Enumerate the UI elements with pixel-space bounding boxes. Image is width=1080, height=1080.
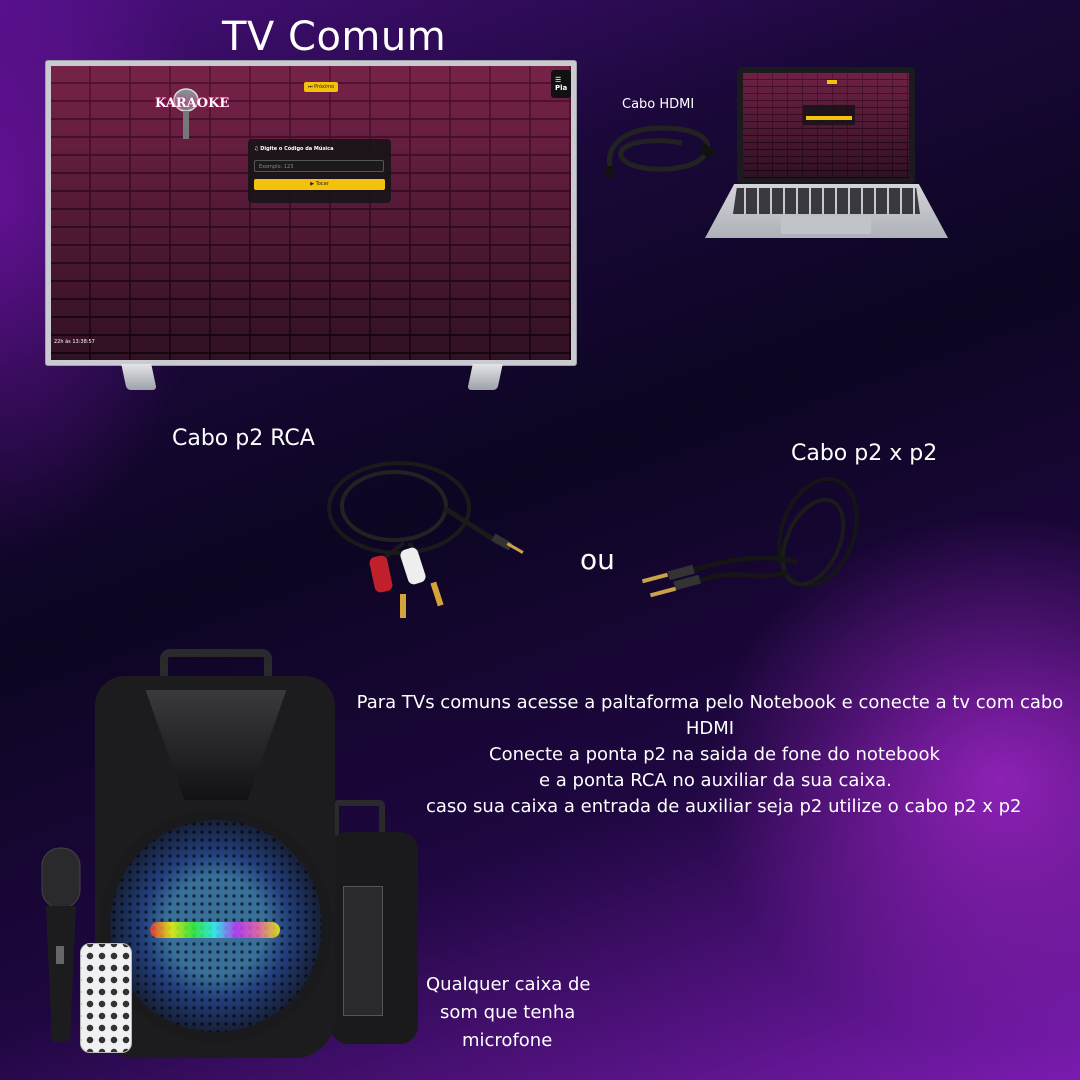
tv-screen: KARAOKE ⏭ Próximo ☰ Pla ♫ Digite o Códig…: [51, 66, 571, 360]
speaker-caption-line3: microfone: [462, 1030, 553, 1051]
speaker-control-panel: [343, 886, 383, 1016]
laptop-card: [803, 105, 855, 125]
playlist-button[interactable]: ☰ Pla: [551, 70, 571, 98]
speaker-handle: [160, 649, 272, 689]
laptop-trackpad: [781, 216, 871, 234]
p2-p2-cable-icon: [641, 476, 859, 598]
laptop-screen: [743, 73, 909, 178]
tv-stand-left: [121, 364, 157, 390]
p2-p2-label: Cabo p2 x p2: [791, 441, 938, 466]
instruction-p2: Conecte a ponta p2 na saida de fone do n…: [489, 744, 940, 765]
card-title: ♫ Digite o Código da Música: [254, 146, 334, 152]
song-code-input[interactable]: Exemplo: 123: [254, 160, 384, 172]
page-title: TV Comum: [222, 14, 447, 60]
laptop-play-button: [806, 116, 852, 120]
tv-icon: KARAOKE ⏭ Próximo ☰ Pla ♫ Digite o Códig…: [46, 61, 576, 365]
instruction-hdmi: Para TVs comuns acesse a paltaforma pelo…: [356, 692, 1064, 739]
next-button[interactable]: ⏭ Próximo: [304, 82, 339, 92]
speaker-caption-line2: som que tenha: [440, 1002, 576, 1023]
p2-rca-label: Cabo p2 RCA: [172, 426, 315, 451]
speaker-led-strip: [150, 922, 280, 938]
speaker-caption-line1: Qualquer caixa de: [426, 974, 591, 995]
p2-rca-cable-icon: [327, 461, 524, 618]
hdmi-cable-icon: [606, 125, 716, 178]
laptop-next-button: [827, 80, 837, 84]
remote-icon: [80, 943, 132, 1053]
laptop-icon: [737, 67, 915, 184]
tv-stand-right: [467, 364, 503, 390]
karaoke-logo: KARAOKE: [155, 96, 230, 111]
hdmi-label: Cabo HDMI: [622, 97, 695, 112]
microphone-logo-icon: [173, 88, 199, 139]
laptop-keyboard: [733, 188, 920, 214]
instruction-p2-p2: caso sua caixa a entrada de auxiliar sej…: [426, 796, 1022, 817]
instruction-rca: e a ponta RCA no auxiliar da sua caixa.: [539, 770, 892, 791]
clock: 22h às 13:38:57: [54, 339, 95, 345]
play-button[interactable]: ▶ Tocar: [254, 179, 385, 190]
small-speaker-handle: [333, 800, 385, 836]
song-code-card: ♫ Digite o Código da Música Exemplo: 123…: [248, 139, 391, 203]
or-label: ou: [580, 543, 615, 576]
microphone-icon: [41, 847, 81, 1042]
